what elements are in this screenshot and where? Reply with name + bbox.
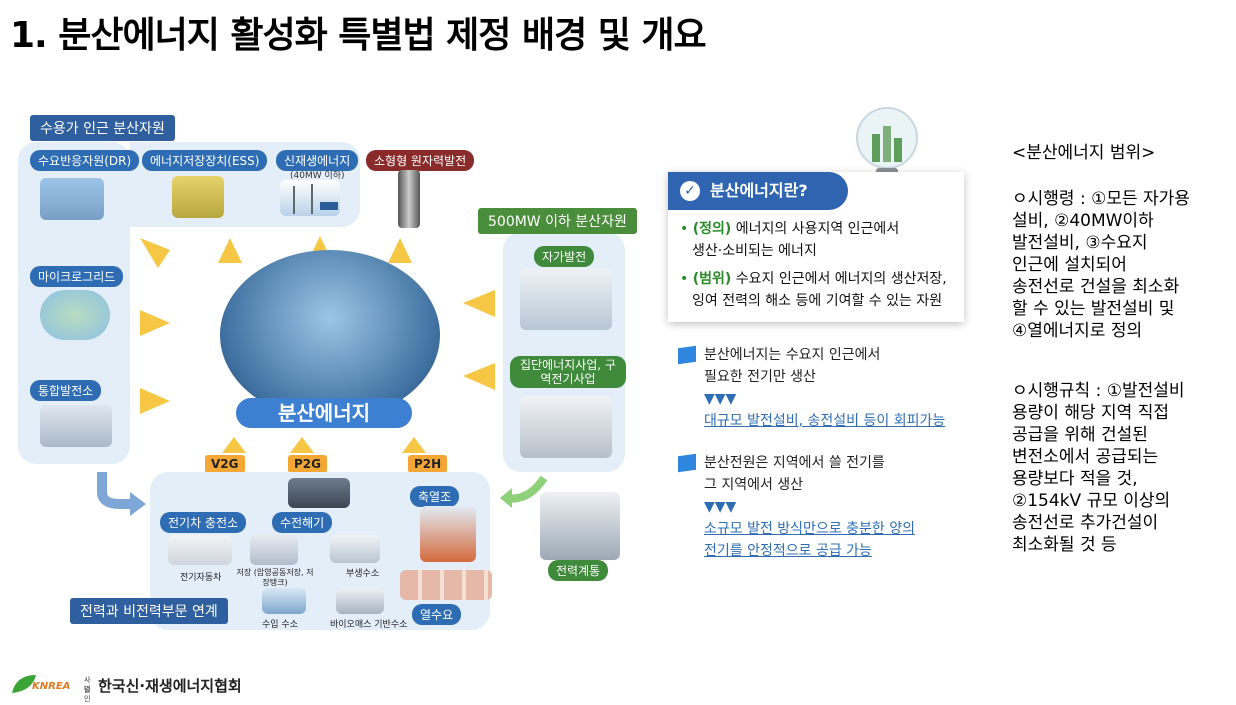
- logo-text: KNREA: [32, 681, 71, 692]
- pill-renewable: 신재생에너지: [276, 150, 359, 171]
- label-storage: 저장 (암영공동저장, 저장탱크): [236, 568, 314, 587]
- district-plant-icon: [520, 396, 612, 458]
- pill-heat-storage: 축열조: [410, 486, 460, 507]
- corp-small-1: 사단: [84, 676, 91, 694]
- flow-arrows: [140, 236, 412, 414]
- panel-label-500mw: 500MW 이하 분산자원: [478, 208, 637, 234]
- scope-p2-line: 용량이 해당 지역 직접: [1012, 403, 1169, 423]
- pill-ess: 에너지저장장치(ESS): [142, 150, 268, 171]
- definition-item-2: • (범위) 수요지 인근에서 에너지의 생산저장,: [680, 271, 947, 287]
- pill-smr: 소형형 원자력발전: [366, 150, 475, 171]
- label-biomass-h2: 바이오매스 기반수소: [330, 620, 408, 630]
- scope-p2-line: 송전선로 추가건설이: [1012, 513, 1159, 533]
- chip-p2g: P2G: [288, 455, 327, 473]
- note-2-line2: 그 지역에서 생산: [704, 477, 804, 493]
- note-1-line1: 분산에너지는 수요지 인근에서: [704, 347, 881, 363]
- scope-p1-line: 할 수 있는 발전설비 및: [1012, 299, 1175, 319]
- vpp-plant-icon: [40, 405, 112, 447]
- definition-heading: 분산에너지란?: [710, 181, 808, 200]
- scope-enforcement-decree: ㅇ시행령 : ①모든 자가용 설비, ②40MW이하 발전설비, ③수요지 인근…: [1012, 188, 1190, 342]
- pill-electrolyzer: 수전해기: [272, 512, 333, 533]
- heat-demand-icon: [400, 570, 492, 600]
- def-text-2b: 잉여 전력의 해소 등에 기여할 수 있는 자원: [692, 293, 943, 309]
- scope-p1-line: 인근에 설치되어: [1012, 255, 1127, 275]
- scope-p1-line: 발전설비, ③수요지: [1012, 233, 1148, 253]
- chip-v2g: V2G: [205, 455, 245, 473]
- note-2-result-2: 전기를 안정적으로 공급 가능: [704, 543, 872, 559]
- scope-p2-line: ②154kV 규모 이상의: [1012, 491, 1171, 511]
- chip-p2h: P2H: [408, 455, 448, 473]
- microgrid-icon: [40, 290, 110, 340]
- ev-icon: [168, 535, 232, 565]
- note-1-result: 대규모 발전설비, 송전설비 등이 회피가능: [704, 413, 946, 429]
- note-1-line2: 필요한 전기만 생산: [704, 369, 816, 385]
- wind-solar-icon: [280, 180, 340, 216]
- renewable-note: (40MW 이하): [290, 171, 345, 181]
- pill-vpp: 통합발전소: [30, 380, 102, 401]
- org-name: 한국신·재생에너지협회: [98, 677, 242, 695]
- up-arrows: [222, 437, 426, 453]
- scope-p1-line: 송전선로 건설을 최소화: [1012, 277, 1180, 297]
- grid-arrow-icon: [500, 475, 548, 508]
- ship-icon: [262, 588, 306, 614]
- electrolyzer-icon: [288, 478, 350, 508]
- scope-p2-line: 최소화될 것 등: [1012, 535, 1117, 555]
- note-1-arrows: ▼▼▼: [704, 391, 737, 407]
- storage-tank-icon: [250, 535, 298, 565]
- pill-heat-demand: 열수요: [412, 604, 462, 625]
- scope-p2-line: 공급을 위해 건설된: [1012, 425, 1148, 445]
- ess-battery-icon: [172, 176, 224, 218]
- def-text-2a: 수요지 인근에서 에너지의 생산저장,: [735, 271, 947, 287]
- definition-item-1: • (정의) 에너지의 사용지역 인근에서: [680, 221, 900, 237]
- power-grid-icon: [540, 492, 620, 560]
- heat-tank-icon: [420, 506, 476, 562]
- scope-p2-line: 변전소에서 공급되는: [1012, 447, 1159, 467]
- scope-p1-line: ④열에너지로 정의: [1012, 321, 1143, 341]
- def-text-1b: 생산·소비되는 에너지: [692, 243, 817, 259]
- definition-heading-bar: ✓ 분산에너지란?: [668, 172, 848, 210]
- def-tag-2: (범위): [692, 271, 732, 287]
- scope-p2-line: 용량보다 적을 것,: [1012, 469, 1138, 489]
- biomass-icon: [336, 588, 384, 614]
- panel-label-link: 전력과 비전력부문 연계: [70, 598, 228, 624]
- dr-factory-icon: [40, 178, 104, 220]
- pill-dr: 수요반응자원(DR): [30, 150, 140, 171]
- definition-box: ✓ 분산에너지란? • (정의) 에너지의 사용지역 인근에서 생산·소비되는 …: [668, 172, 964, 322]
- byproduct-h2-icon: [330, 535, 380, 563]
- city-island-icon: [220, 250, 440, 420]
- center-label: 분산에너지: [236, 398, 412, 428]
- note-2-line1: 분산전원은 지역에서 쓸 전기를: [704, 455, 885, 471]
- right-flow-arrows: [463, 290, 495, 390]
- note-square-icon: [678, 453, 696, 473]
- label-ev: 전기자동차: [180, 573, 222, 583]
- scope-enforcement-rules: ㅇ시행규칙 : ①발전설비 용량이 해당 지역 직접 공급을 위해 건설된 변전…: [1012, 380, 1185, 556]
- down-right-arrow-icon: [97, 472, 146, 516]
- note-2-arrows: ▼▼▼: [704, 499, 737, 515]
- pill-grid: 전력계통: [548, 560, 609, 581]
- def-text-1a: 에너지의 사용지역 인근에서: [735, 221, 900, 237]
- page-title: 1. 분산에너지 활성화 특별법 제정 배경 및 개요: [10, 15, 707, 56]
- note-2-result-1: 소규모 발전 방식만으로 충분한 양의: [704, 521, 915, 537]
- note-1: 분산에너지는 수요지 인근에서 필요한 전기만 생산 ▼▼▼ 대규모 발전설비,…: [678, 344, 945, 432]
- scope-p2-line: ㅇ시행규칙 : ①발전설비: [1012, 381, 1185, 401]
- smr-reactor-icon: [398, 170, 420, 228]
- pill-microgrid: 마이크로그리드: [30, 266, 124, 287]
- scope-p1-line: ㅇ시행령 : ①모든 자가용: [1012, 189, 1190, 209]
- leaf-logo-icon: [12, 675, 36, 693]
- check-icon: ✓: [680, 181, 700, 201]
- pill-self-gen: 자가발전: [534, 246, 595, 267]
- house-solar-icon: [520, 268, 612, 330]
- def-tag-1: (정의): [692, 221, 732, 237]
- label-import-h2: 수입 수소: [262, 620, 298, 630]
- pill-ev-charger: 전기차 충전소: [160, 512, 247, 533]
- scope-p1-line: 설비, ②40MW이하: [1012, 211, 1154, 231]
- panel-label-nearby: 수용가 인근 분산자원: [30, 115, 175, 141]
- pill-community-energy: 집단에너지사업, 구역전기사업: [510, 356, 626, 388]
- corp-small-2: 법인: [84, 685, 91, 703]
- scope-heading: <분산에너지 범위>: [1012, 143, 1156, 163]
- note-2: 분산전원은 지역에서 쓸 전기를 그 지역에서 생산 ▼▼▼ 소규모 발전 방식…: [678, 452, 915, 562]
- note-square-icon: [678, 345, 696, 365]
- label-byproduct: 부생수소: [346, 569, 380, 579]
